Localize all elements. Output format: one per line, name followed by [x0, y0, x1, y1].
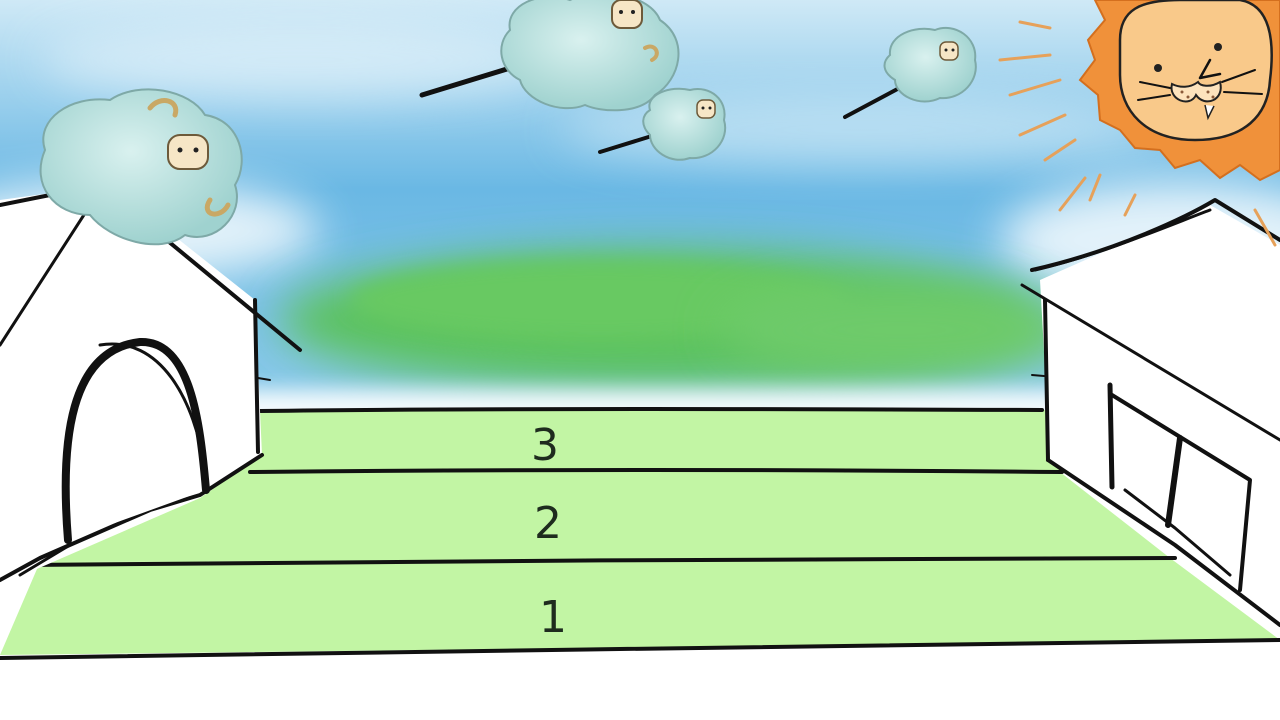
lane-3[interactable] [238, 410, 1060, 472]
lane-1-label: 1 [539, 592, 567, 643]
sheep-face-icon [612, 0, 642, 28]
lane-line-top [260, 409, 1042, 411]
lane-2-label: 2 [534, 498, 562, 549]
lane-line-2 [250, 470, 1062, 472]
lane-1[interactable] [0, 558, 1280, 655]
sheep-face-icon [940, 42, 958, 60]
sheep-face-icon [697, 100, 715, 118]
lane-3-label: 3 [531, 420, 559, 471]
sheep-face-icon [168, 135, 208, 169]
